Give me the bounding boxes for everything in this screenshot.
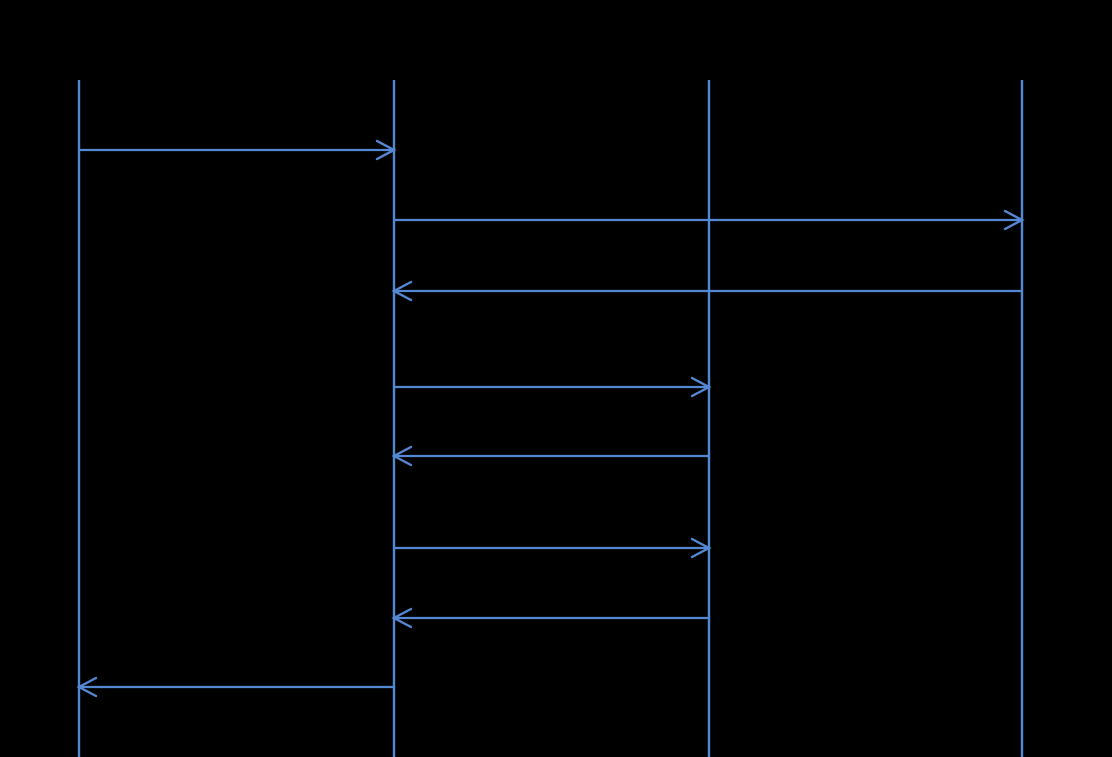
- arrow-head-2: [1003, 209, 1025, 231]
- message-2[interactable]: [394, 209, 1025, 231]
- arrow-head-6: [690, 537, 712, 559]
- message-5[interactable]: [391, 445, 709, 467]
- messages-layer: [76, 139, 1025, 698]
- arrow-head-5: [391, 445, 413, 467]
- message-1[interactable]: [79, 139, 397, 161]
- arrow-head-1: [375, 139, 397, 161]
- arrow-head-4: [690, 376, 712, 398]
- message-8[interactable]: [76, 676, 394, 698]
- participants-layer: [77, 80, 1024, 757]
- message-3[interactable]: [391, 280, 1022, 302]
- message-4[interactable]: [394, 376, 712, 398]
- arrow-head-8: [76, 676, 98, 698]
- arrow-head-7: [391, 607, 413, 629]
- message-7[interactable]: [391, 607, 709, 629]
- arrow-head-3: [391, 280, 413, 302]
- message-6[interactable]: [394, 537, 712, 559]
